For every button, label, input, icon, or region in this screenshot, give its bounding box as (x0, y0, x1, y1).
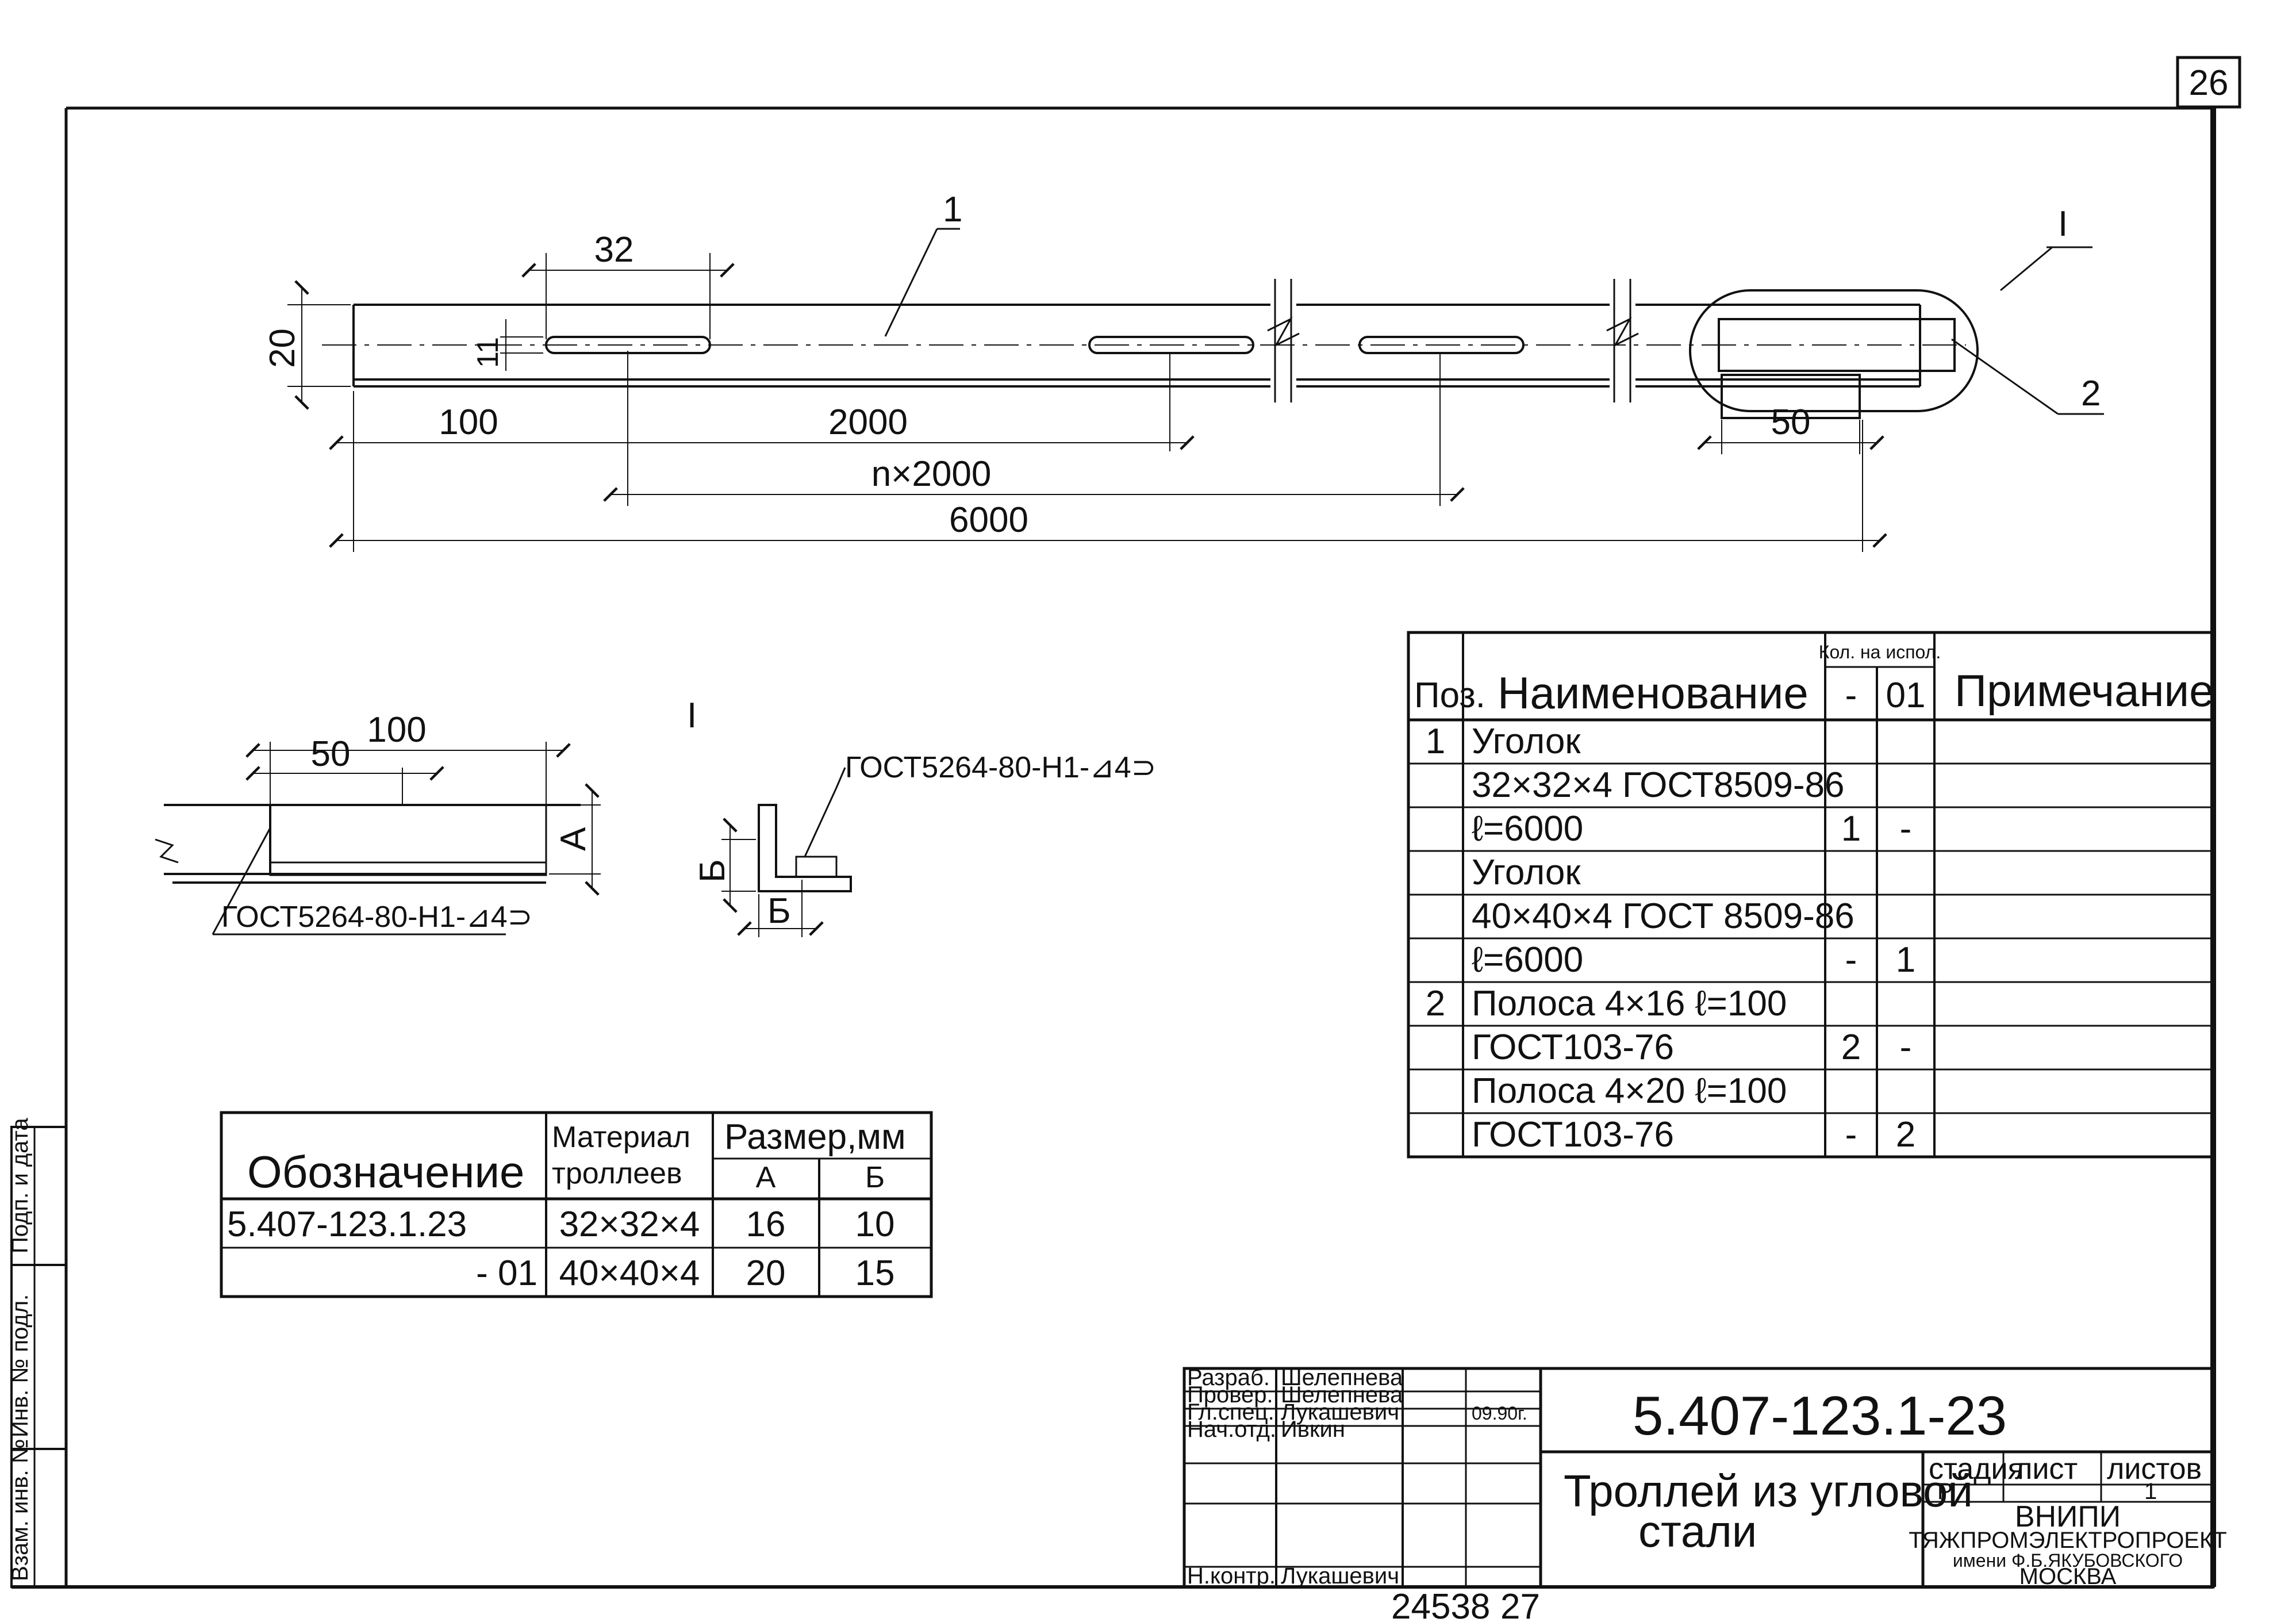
detail-dim-b-vertical: Б (693, 859, 732, 883)
spec-header-pos: Поз. (1414, 676, 1485, 715)
side-stamp: Подп. и дата Инв. № подл. Взам. инв. № (7, 1118, 67, 1588)
spec-row-3-q2: - (1900, 809, 1912, 849)
detail-dim-b-horizontal: Б (767, 891, 791, 931)
org-line-1: ВНИПИ (2015, 1500, 2121, 1533)
detail-dim-100: 100 (367, 710, 426, 750)
title-block-row-4-name: Ивкин (1281, 1417, 1345, 1442)
spec-row-3-name: ℓ=6000 (1472, 809, 1583, 849)
detail-plan-weld-note: ГОСТ5264-80-Н1-⊿4⊃ (221, 900, 532, 934)
drawing-code: 5.407-123.1-23 (1633, 1385, 2007, 1447)
spec-row-9-name: Полоса 4×20 ℓ=100 (1472, 1071, 1787, 1111)
side-stamp-label-2: Инв. № подл. (7, 1294, 33, 1437)
spec-header-qty-dash: - (1845, 676, 1857, 715)
inventory-number: 24538 (1391, 1587, 1490, 1622)
title-block-row-2-role: Провер. (1187, 1382, 1273, 1408)
dim-slot-length: 32 (594, 230, 634, 270)
title-block-row-3-role: Гл.спец. (1187, 1399, 1274, 1425)
spec-row-10-q1: - (1845, 1115, 1857, 1155)
title-block-row-7-name: Лукашевич (1281, 1563, 1399, 1589)
variant-row-2-designation: - 01 (476, 1253, 537, 1293)
dim-n-pitch: n×2000 (871, 454, 992, 494)
side-stamp-label-1: Подп. и дата (7, 1118, 33, 1253)
variant-table: Обозначение Материал троллеев Размер,мм … (220, 1111, 933, 1298)
spec-row-1-pos: 1 (1426, 722, 1445, 761)
title-block-row-3-date: 09.90г. (1472, 1403, 1527, 1424)
detail-dim-50: 50 (311, 734, 351, 774)
spec-row-8-q1: 2 (1841, 1027, 1861, 1067)
org-line-4: МОСКВА (2019, 1564, 2117, 1589)
spec-row-8-name: ГОСТ103-76 (1472, 1027, 1674, 1067)
spec-row-3-q1: 1 (1841, 809, 1861, 849)
spec-row-8-q2: - (1900, 1027, 1912, 1067)
sheets-label: листов (2107, 1452, 2202, 1486)
title-block-row-2-name: Шелепнева (1281, 1382, 1403, 1408)
detail-section-view: I ГОСТ5264-80-Н1-⊿4⊃ Б Б (687, 696, 1156, 937)
variant-row-2-a: 20 (746, 1253, 786, 1293)
variant-row-2-material: 40×40×4 (559, 1253, 700, 1293)
spec-header-note: Примечание (1955, 665, 2214, 716)
spec-table: Поз. Наименование Кол. на испол. - 01 Пр… (1407, 631, 2215, 1159)
variant-row-1-material: 32×32×4 (559, 1205, 700, 1244)
dim-slot-height: 11 (471, 337, 505, 368)
variant-row-1-a: 16 (746, 1205, 786, 1244)
variant-row-1-b: 10 (855, 1205, 895, 1244)
detail-dim-a: A (554, 827, 593, 851)
dim-pitch: 2000 (828, 402, 908, 442)
stage-label: стадия (1929, 1452, 2024, 1486)
variant-row-2-b: 15 (855, 1253, 895, 1293)
spec-header-name: Наименование (1498, 668, 1809, 718)
spec-row-4-name: Уголок (1472, 853, 1581, 892)
sheet-number: 26 (2189, 63, 2229, 103)
spec-header-qty: Кол. на испол. (1819, 642, 1941, 662)
title-block-row-4-role: Нач.отд. (1187, 1417, 1276, 1442)
sheets-value: 1 (2144, 1479, 2157, 1504)
org-line-2: ТЯЖПРОМЭЛЕКТРОПРОЕКТ (1909, 1528, 2226, 1553)
spec-row-2-name: 32×32×4 ГОСТ8509-86 (1472, 765, 1845, 805)
title-block-row-1-name: Шелепнева (1281, 1365, 1403, 1390)
detail-plan-view: 100 50 A ГОСТ5264-80-Н1-⊿4⊃ (155, 710, 601, 935)
spec-row-7-name: Полоса 4×16 ℓ=100 (1472, 984, 1787, 1023)
spec-row-6-name: ℓ=6000 (1472, 940, 1583, 980)
spec-row-5-name: 40×40×4 ГОСТ 8509-86 (1472, 896, 1855, 936)
side-stamp-label-3: Взам. инв. № (7, 1439, 33, 1581)
spec-row-6-q1: - (1845, 940, 1857, 980)
main-view: 1 2 I 32 20 11 100 2000 n×2000 (263, 190, 2104, 552)
detail-section-title: I (687, 696, 697, 735)
stage-value: Р (1937, 1479, 1953, 1504)
variant-header-b: Б (865, 1161, 885, 1194)
detail-section-weld-note: ГОСТ5264-80-Н1-⊿4⊃ (845, 751, 1156, 784)
detail-ref-label: I (2058, 204, 2068, 244)
variant-header-material-2: троллеев (552, 1157, 682, 1190)
dim-height: 20 (263, 328, 302, 368)
title-block-row-1-role: Разраб. (1187, 1365, 1270, 1390)
pos-1-label: 1 (943, 190, 962, 229)
spec-row-10-name: ГОСТ103-76 (1472, 1115, 1674, 1155)
title-block-row-7-role: Н.контр. (1187, 1563, 1276, 1589)
spec-row-1-name: Уголок (1472, 722, 1581, 761)
spec-row-6-q2: 1 (1896, 940, 1915, 980)
drawing-title-line-1: Троллей из угловой (1564, 1466, 1973, 1516)
variant-header-material-1: Материал (552, 1121, 690, 1154)
dim-total: 6000 (949, 500, 1028, 540)
footer-page: 27 (1500, 1587, 1540, 1622)
variant-row-1-designation: 5.407-123.1.23 (227, 1205, 467, 1244)
title-block: Разраб.ШелепневаПровер.ШелепневаГл.спец.… (1182, 1365, 2227, 1589)
variant-header-designation: Обозначение (247, 1146, 524, 1197)
spec-header-qty-01: 01 (1886, 676, 1926, 715)
title-block-row-3-name: Лукашевич (1281, 1399, 1399, 1425)
dim-strip: 50 (1771, 402, 1811, 442)
spec-row-10-q2: 2 (1896, 1115, 1915, 1155)
sheet-label: лист (2015, 1452, 2078, 1486)
org-line-3: имени Ф.Б.ЯКУБОВСКОГО (1953, 1550, 2183, 1571)
variant-header-a: А (756, 1161, 776, 1194)
spec-row-7-pos: 2 (1426, 984, 1445, 1023)
drawing-title-line-2: стали (1638, 1506, 1757, 1556)
dim-start: 100 (439, 402, 498, 442)
pos-2-label: 2 (2081, 374, 2101, 413)
variant-header-size: Размер,мм (724, 1117, 906, 1157)
